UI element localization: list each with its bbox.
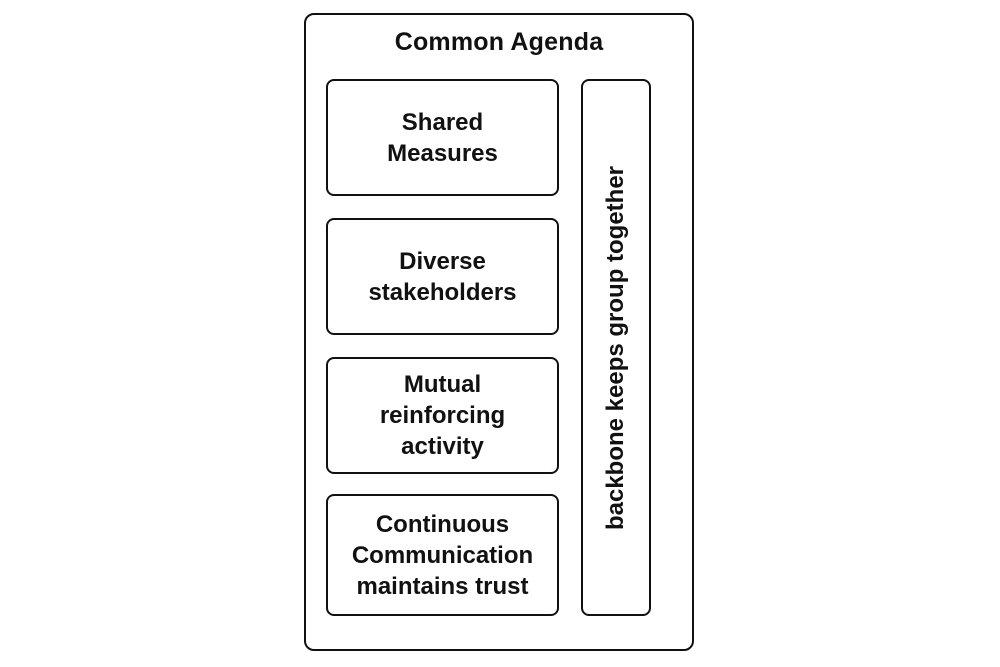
box-label: Mutual reinforcing activity xyxy=(379,371,506,460)
diagram-title: Common Agenda xyxy=(394,28,604,56)
box-label: Shared Measures xyxy=(387,108,498,167)
box-label: Diverse stakeholders xyxy=(368,247,517,306)
diverse-stakeholders-box: Diverse stakeholders xyxy=(326,218,559,335)
box-label: Continuous Communication maintains trust xyxy=(351,510,534,600)
mutual-reinforcing-activity-box: Mutual reinforcing activity xyxy=(326,357,559,474)
continuous-communication-box: Continuous Communication maintains trust xyxy=(326,494,559,616)
backbone-label: backbone keeps group together xyxy=(602,165,629,530)
backbone-box: backbone keeps group together xyxy=(581,79,651,616)
shared-measures-box: Shared Measures xyxy=(326,79,559,196)
